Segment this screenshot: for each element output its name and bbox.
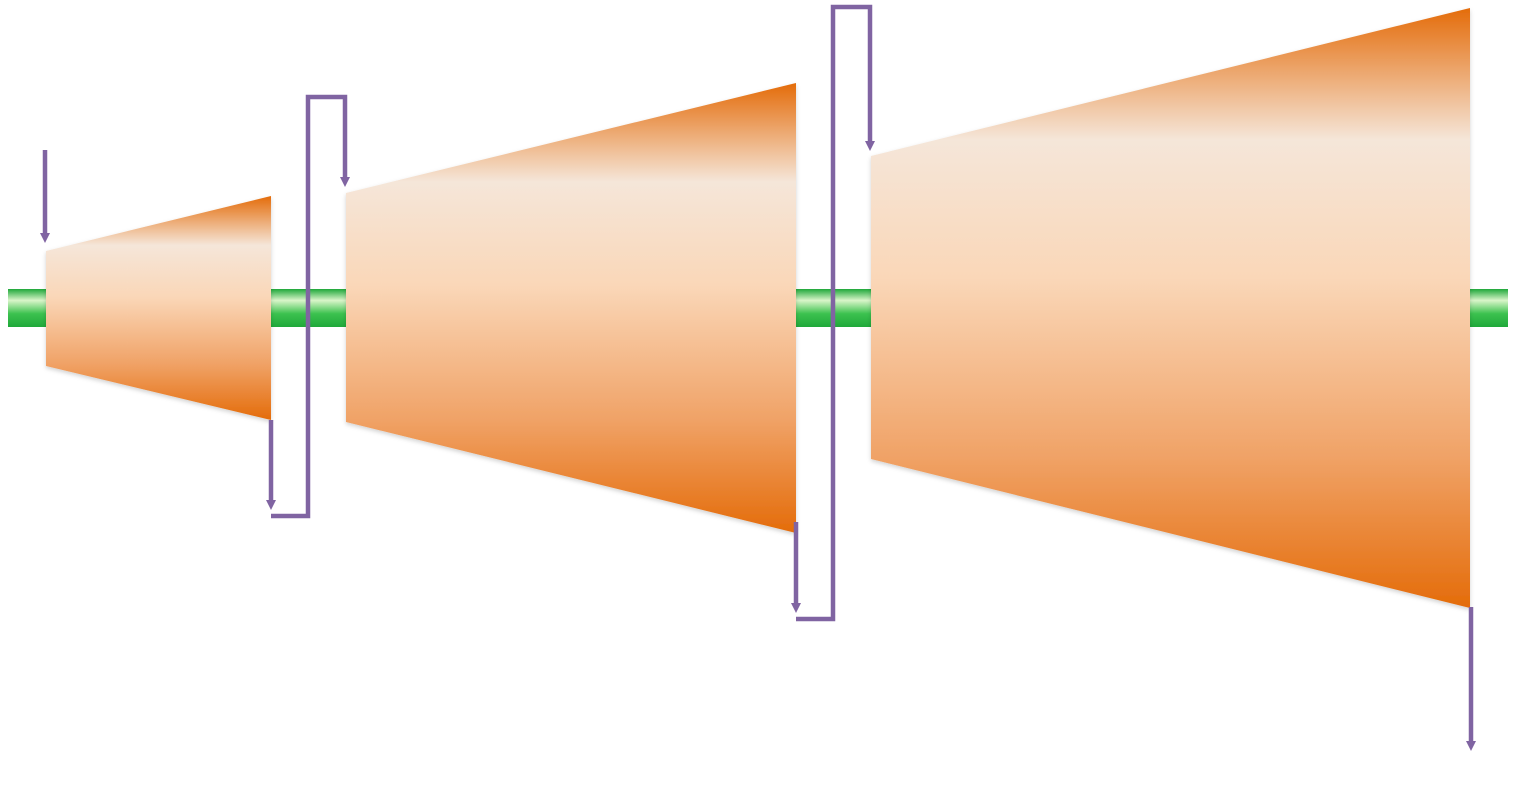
interstage-loop-1	[271, 94, 350, 519]
compressor-stage-2	[346, 83, 796, 533]
compressor-stage-3	[871, 8, 1470, 608]
compressor-stage-1	[46, 196, 271, 420]
interstage-loop-2	[796, 4, 875, 622]
